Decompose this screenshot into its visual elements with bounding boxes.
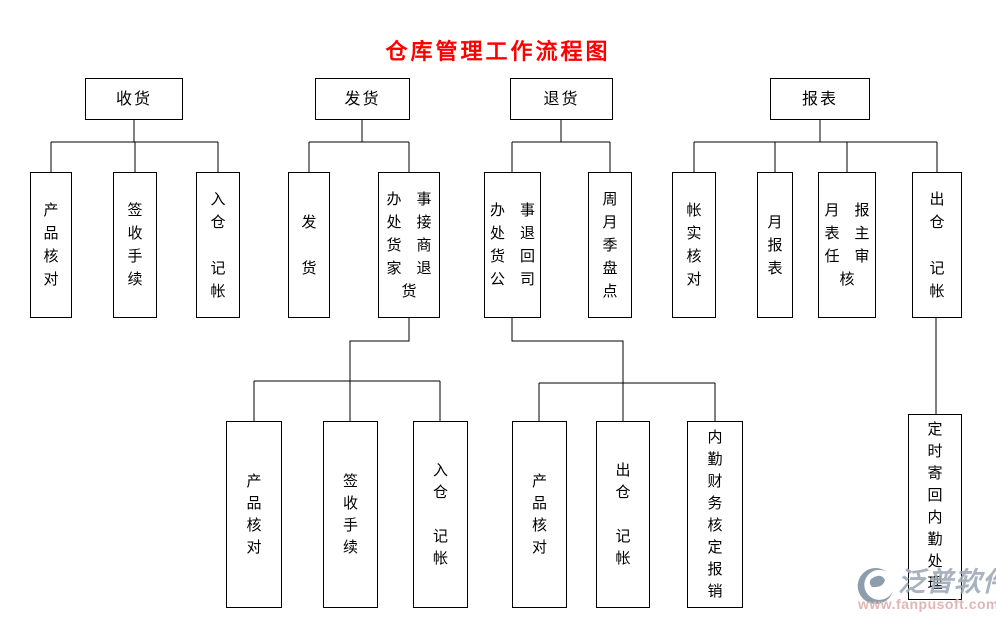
node-receiving-product-check: 产 品 核 对 — [30, 172, 72, 318]
node-shipping2-sign-procedure: 签 收 手 续 — [323, 421, 378, 608]
node-shipping: 发货 — [315, 78, 410, 120]
node-receiving-sign-procedure: 签 收 手 续 — [113, 172, 157, 318]
watermark-brand-text: 泛普软件 — [898, 567, 996, 597]
node-returns2-internal-finance-reimbursement: 内 勤 财 务 核 定 报 销 — [687, 421, 743, 608]
node-shipping-dispatch: 发 货 — [288, 172, 330, 318]
node-reports: 报表 — [770, 78, 870, 120]
fanpu-swirl-logo-icon — [857, 568, 893, 605]
node-returns: 退货 — [510, 78, 613, 120]
node-reports-account-verification: 帐 实 核 对 — [672, 172, 716, 318]
node-reports-monthly-report-director-review: 月 报 表 主 任 审 核 — [818, 172, 876, 318]
node-shipping2-warehouse-entry: 入 仓 记 帐 — [413, 421, 468, 608]
node-reports-monthly-report: 月 报 表 — [757, 172, 793, 318]
page-title: 仓库管理工作流程图 — [385, 39, 611, 64]
node-returns-office-return-to-company: 办 事 处 退 货 回 公 司 — [484, 172, 541, 318]
node-shipping2-product-check: 产 品 核 对 — [226, 421, 282, 608]
node-returns-periodic-stocktake: 周 月 季 盘 点 — [588, 172, 632, 318]
node-receiving: 收货 — [85, 78, 183, 120]
fanpusoft-watermark: 泛普软件 www.fanpusoft.com — [854, 564, 996, 616]
node-shipping-office-accept-merchant-returns: 办 事 处 接 货 商 家 退 货 — [378, 172, 440, 318]
node-receiving-warehouse-entry: 入 仓 记 帐 — [196, 172, 240, 318]
node-reports2-mail-back-internal-processing: 定 时 寄 回 内 勤 处 理 — [908, 414, 962, 600]
watermark-url-text: www.fanpusoft.com — [858, 596, 996, 612]
node-reports-outbound-entry: 出 仓 记 帐 — [912, 172, 962, 318]
node-returns2-product-check: 产 品 核 对 — [512, 421, 567, 608]
node-returns2-outbound-entry: 出 仓 记 帐 — [596, 421, 650, 608]
